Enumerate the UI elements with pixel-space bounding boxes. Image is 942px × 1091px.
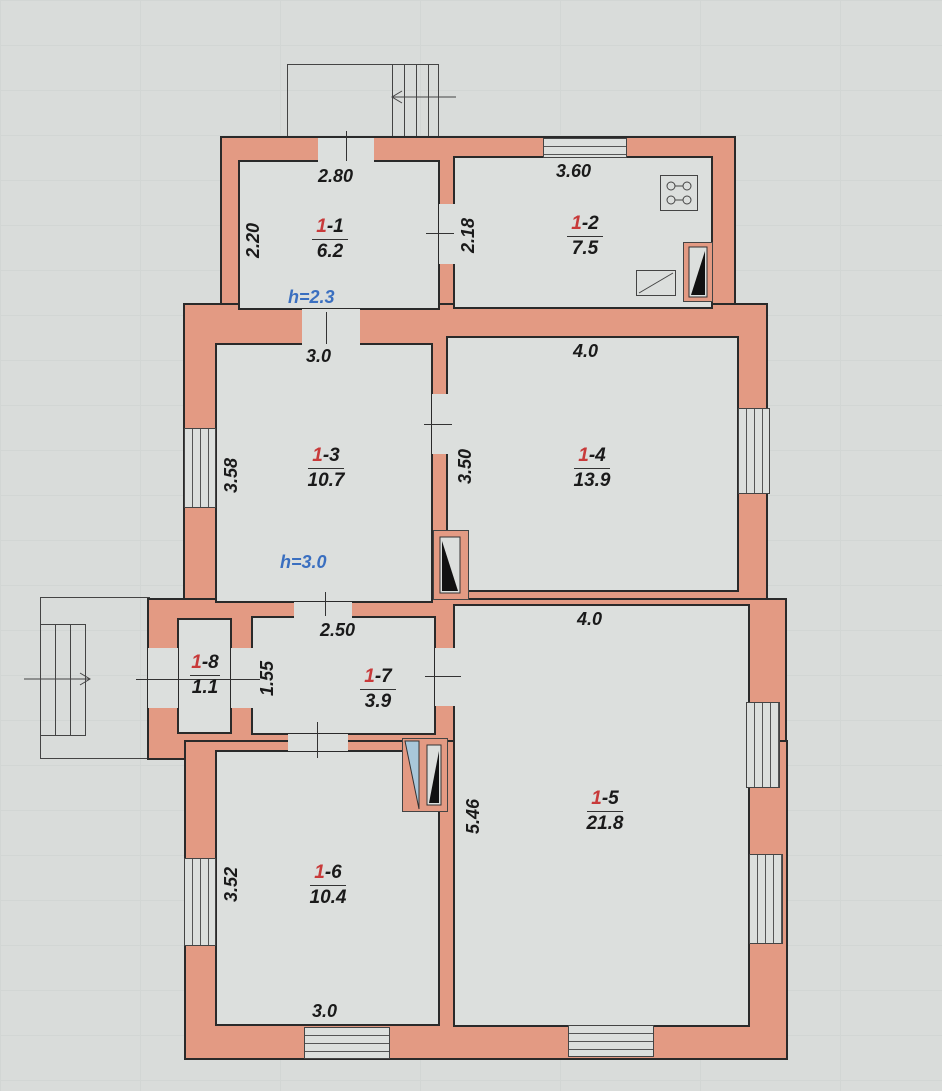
left-stairs-icon xyxy=(40,624,86,736)
door-tick xyxy=(346,131,347,161)
door-1-1-1-3[interactable] xyxy=(302,309,360,345)
room-floor-number: 1 xyxy=(316,216,327,237)
door-tick xyxy=(326,312,327,344)
room-label-1-3: 1-3 10.7 xyxy=(307,445,345,491)
room-1-4[interactable] xyxy=(446,336,739,592)
dim-r7-height: 1.55 xyxy=(257,660,278,697)
room-area: 21.8 xyxy=(586,813,624,834)
dim-r2-width: 3.60 xyxy=(556,161,592,181)
dim-r5-height: 5.46 xyxy=(463,798,484,835)
dim-r7-width: 2.50 xyxy=(320,620,356,640)
room-label-1-2: 1-2 7.5 xyxy=(555,213,615,260)
ceiling-height-main: h=3.0 xyxy=(280,552,327,572)
room-area: 13.9 xyxy=(573,470,611,491)
room-1-5[interactable] xyxy=(453,604,750,1027)
door-1-8-1-7[interactable] xyxy=(231,648,253,708)
sink-icon xyxy=(636,270,676,296)
room-area: 6.2 xyxy=(316,241,344,262)
window-left-1-3 xyxy=(184,428,216,508)
window-bottom-1-5 xyxy=(568,1025,654,1057)
room-label-1-6: 1-6 10.4 xyxy=(309,862,347,908)
room-area: 3.9 xyxy=(364,691,392,712)
chimney-icon xyxy=(402,738,448,812)
room-label-1-4: 1-4 13.9 xyxy=(573,445,611,491)
dim-r2-height: 2.18 xyxy=(458,217,479,254)
dim-r4-height: 3.50 xyxy=(455,448,476,485)
window-right-1-5-b xyxy=(749,854,783,944)
room-area: 7.5 xyxy=(571,238,599,259)
entrance-arrow-icon xyxy=(390,90,456,104)
room-label-1-8: 1-8 1.1 xyxy=(190,652,220,698)
door-1-7-1-5[interactable] xyxy=(435,648,455,706)
door-tick xyxy=(425,676,461,677)
door-1-3-1-7[interactable] xyxy=(294,602,352,618)
dim-r1-height: 2.20 xyxy=(243,222,264,259)
chimney-icon xyxy=(683,242,713,302)
dim-r5-width: 4.0 xyxy=(577,609,603,629)
room-1-1[interactable] xyxy=(238,160,440,310)
window-top-kitchen xyxy=(543,138,627,158)
door-1-1-1-2[interactable] xyxy=(439,204,455,264)
room-1-3[interactable] xyxy=(215,343,433,603)
dim-r3-height: 3.58 xyxy=(221,457,242,494)
room-area: 1.1 xyxy=(191,677,219,698)
door-tick xyxy=(325,592,326,616)
dim-r6-width: 3.0 xyxy=(312,1001,338,1021)
entrance-arrow-icon xyxy=(24,672,94,686)
top-stairs-icon xyxy=(392,64,439,144)
dim-r6-height: 3.52 xyxy=(221,866,242,903)
window-right-1-5-a xyxy=(746,702,780,788)
room-area: 10.7 xyxy=(307,470,345,491)
door-tick xyxy=(424,424,452,425)
room-area: 10.4 xyxy=(309,887,347,908)
chimney-icon xyxy=(433,530,469,600)
door-1-7-1-6[interactable] xyxy=(288,734,348,751)
ceiling-height-upper: h=2.3 xyxy=(288,287,335,307)
room-label-1-7: 1-7 3.9 xyxy=(348,666,408,713)
door-tick xyxy=(317,722,318,758)
door-tick xyxy=(426,233,454,234)
window-right-1-4 xyxy=(738,408,770,494)
window-left-1-6 xyxy=(184,858,216,946)
room-label-1-5: 1-5 21.8 xyxy=(586,788,624,834)
door-tick xyxy=(136,679,260,680)
door-entrance-left[interactable] xyxy=(148,648,178,708)
dim-r4-width: 4.0 xyxy=(573,341,599,361)
stove-icon xyxy=(660,175,698,211)
room-label-1-1: 1-1 6.2 xyxy=(300,216,360,263)
dim-r1-width: 2.80 xyxy=(318,166,354,186)
room-1-7[interactable] xyxy=(251,616,436,735)
dim-r3-width: 3.0 xyxy=(306,346,332,366)
window-bottom-1-6 xyxy=(304,1027,390,1059)
